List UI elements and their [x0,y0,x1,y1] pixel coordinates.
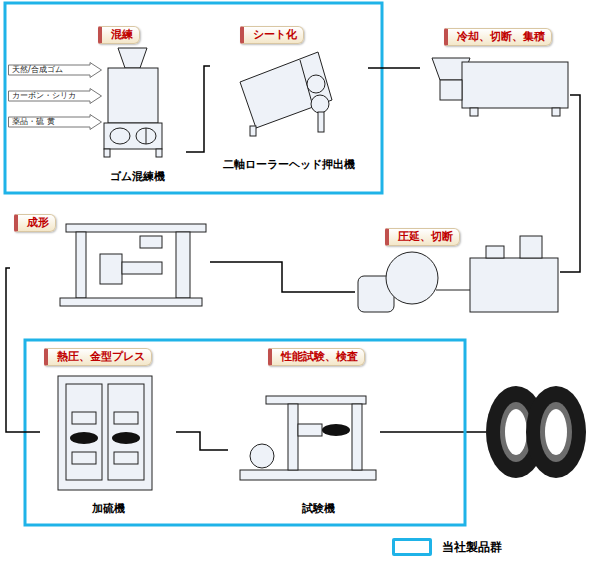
machine-name: ゴム混練機 [88,169,186,184]
product-frame [5,3,382,193]
legend-text: 当社製品群 [442,539,502,556]
process-line [186,66,210,152]
process-line [176,432,228,450]
step-heading: 冷却、切断、集積 [444,28,552,46]
roller [386,252,438,304]
input-label: 薬品・硫 黄 [12,114,55,130]
legend-row: 当社製品群 [392,538,502,556]
lead-line [380,431,486,433]
machine-name: 試験機 [228,501,409,516]
product-frame [25,340,465,525]
process-step: 熱圧、金型プレス加硫機 [40,346,176,518]
calender [470,258,558,312]
step-heading: 成形 [14,214,56,232]
process-step: 圧延、切断 [355,226,560,314]
step-heading: 性能試験、検査 [268,348,365,366]
process-step: 混練ゴム混練機 [88,24,186,186]
process-step: シート化二軸ローラーヘッド押出機 [210,24,368,174]
mixer-chamber [104,123,162,149]
legend-swatch [392,538,432,556]
press-frame [58,376,152,490]
molding-frame [66,224,206,232]
step-heading: シート化 [240,26,304,44]
machine-name: 加硫機 [40,501,176,516]
process-line [210,262,355,292]
step-heading: 圧延、切断 [385,228,460,246]
mixer-body [108,68,158,123]
process-line [368,67,420,69]
input-arrow: 天然/合成ゴム [8,62,102,78]
step-heading: 熱圧、金型プレス [44,348,152,366]
drum [100,254,122,284]
machine-name: 二軸ローラーヘッド押出機 [210,157,368,172]
tester-base [240,470,376,480]
input-arrow: カーボン・シリカ [8,88,102,104]
process-step: 性能試験、検査試験機 [228,346,409,518]
hopper [118,48,147,68]
tire [486,386,586,478]
process-line [6,268,40,432]
step-heading: 混練 [98,26,140,44]
input-label: 天然/合成ゴム [12,62,63,78]
cooling-line [462,62,568,108]
process-step: 成形 [10,212,210,312]
input-label: カーボン・シリカ [12,88,76,104]
input-arrow: 薬品・硫 黄 [8,114,102,130]
process-step: 冷却、切断、集積 [420,28,570,118]
process-line [560,95,580,272]
